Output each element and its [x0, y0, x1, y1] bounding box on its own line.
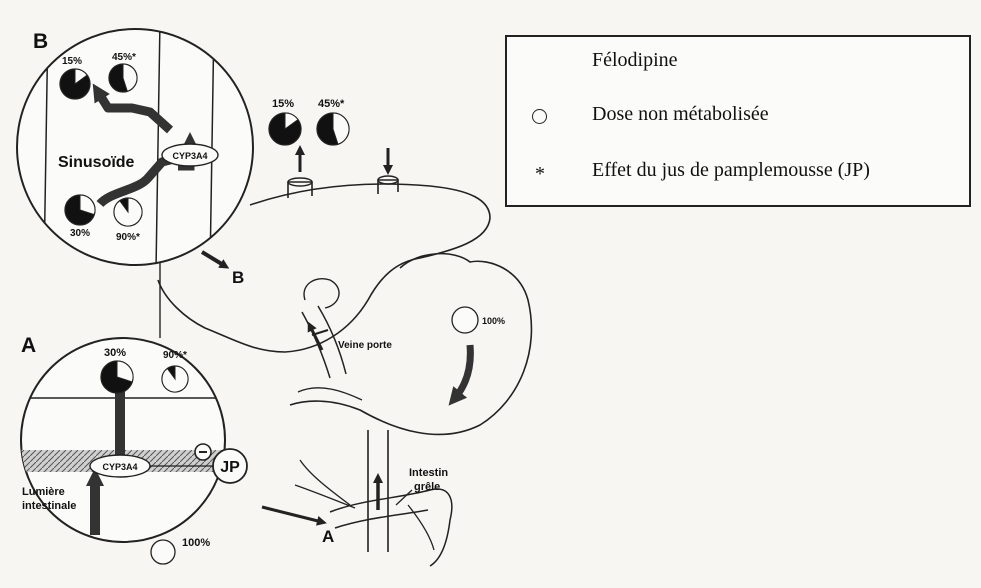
panel-a-letter: A [21, 334, 36, 357]
stomach-inner [298, 388, 362, 400]
b-pointer-arrow [202, 252, 225, 266]
legend-intact-icon [532, 109, 547, 124]
legend-title: Félodipine [592, 49, 678, 72]
intestin-label-1: Intestin [409, 467, 448, 479]
intestin-label-2: grêle [414, 481, 440, 493]
pie-b-top-right: 45%* [109, 52, 137, 92]
a-pointer-arrow [262, 507, 322, 522]
sinusoide-label: Sinusoïde [58, 154, 135, 171]
pie-stomach: 100% [452, 307, 505, 333]
cyp-top-label: CYP3A4 [172, 151, 207, 161]
legend-box: Félodipine Dose non métabolisée * Effet … [505, 35, 971, 207]
cyp-bottom-label: CYP3A4 [102, 462, 137, 472]
lumiere-label-2: intestinale [22, 500, 76, 512]
legend-intact-label: Dose non métabolisée [592, 103, 769, 126]
jp-label: JP [220, 459, 240, 476]
intestin-leader [396, 490, 412, 505]
intestine-loop [330, 489, 452, 566]
stomach-outline [290, 254, 531, 435]
pie-intact-wedge [162, 366, 188, 392]
stomach-arrow [455, 345, 470, 398]
legend-star-icon: * [535, 163, 545, 186]
pie-a-bottom: 100% [151, 537, 210, 564]
pie-b-bottom-right: 90%* [114, 198, 142, 243]
b-pointer-letter: B [232, 268, 244, 287]
pie-label: 30% [70, 228, 90, 239]
lumiere-label-1: Lumière [22, 486, 65, 498]
pie-intact-wedge [114, 198, 142, 226]
pie-label: 100% [182, 537, 210, 549]
pie-label: 15% [272, 98, 294, 110]
veine-porte-label: Veine porte [338, 340, 392, 351]
pie-label: 45%* [112, 52, 136, 63]
pie-liver-right: 45%* [317, 98, 349, 145]
pie-label: 100% [482, 316, 505, 326]
pie-label: 90%* [163, 350, 187, 361]
hepatic-artery-stub [378, 180, 398, 194]
pie-a-top-right: 90%* [162, 350, 188, 392]
pie-label: 30% [104, 347, 126, 359]
legend-star-label: Effet du jus de pamplemousse (JP) [592, 159, 870, 182]
pie-label: 90%* [116, 232, 140, 243]
panel-b-letter: B [33, 30, 48, 53]
pie-liver-left: 15% [269, 98, 301, 145]
pie-label: 45%* [318, 98, 345, 110]
pie-label: 15% [62, 56, 82, 67]
a-pointer-letter: A [322, 527, 334, 546]
liver-lobe [304, 279, 339, 308]
